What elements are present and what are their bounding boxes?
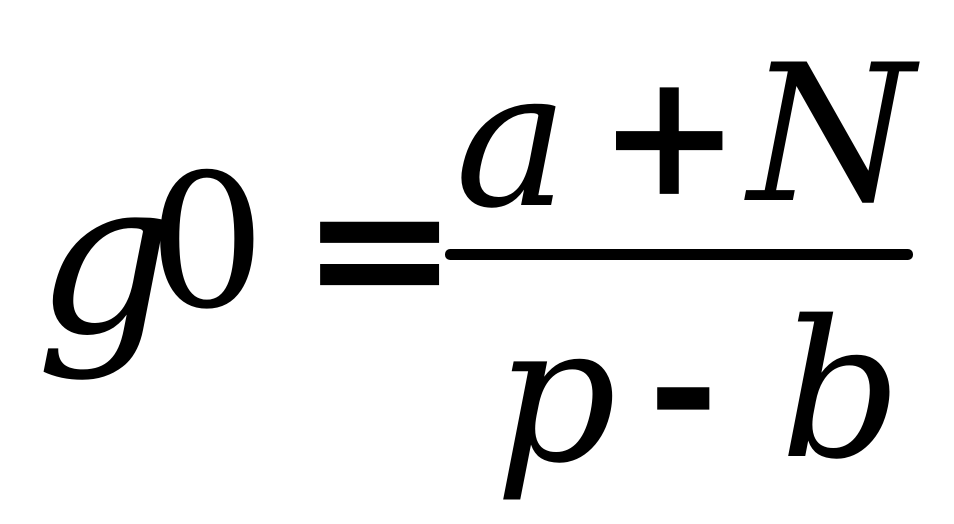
lhs-subscript: 0	[148, 134, 266, 350]
denominator-right-term: b	[780, 280, 902, 501]
fraction-bar	[445, 249, 913, 260]
denominator-left-term: p	[495, 284, 617, 505]
numerator-left-term: a	[455, 29, 569, 250]
lhs-variable: g	[36, 132, 174, 383]
denominator-operator: -	[648, 285, 719, 485]
numerator-right-term: N	[748, 24, 915, 245]
numerator-operator: +	[598, 35, 741, 235]
equals-sign: =	[300, 135, 460, 358]
